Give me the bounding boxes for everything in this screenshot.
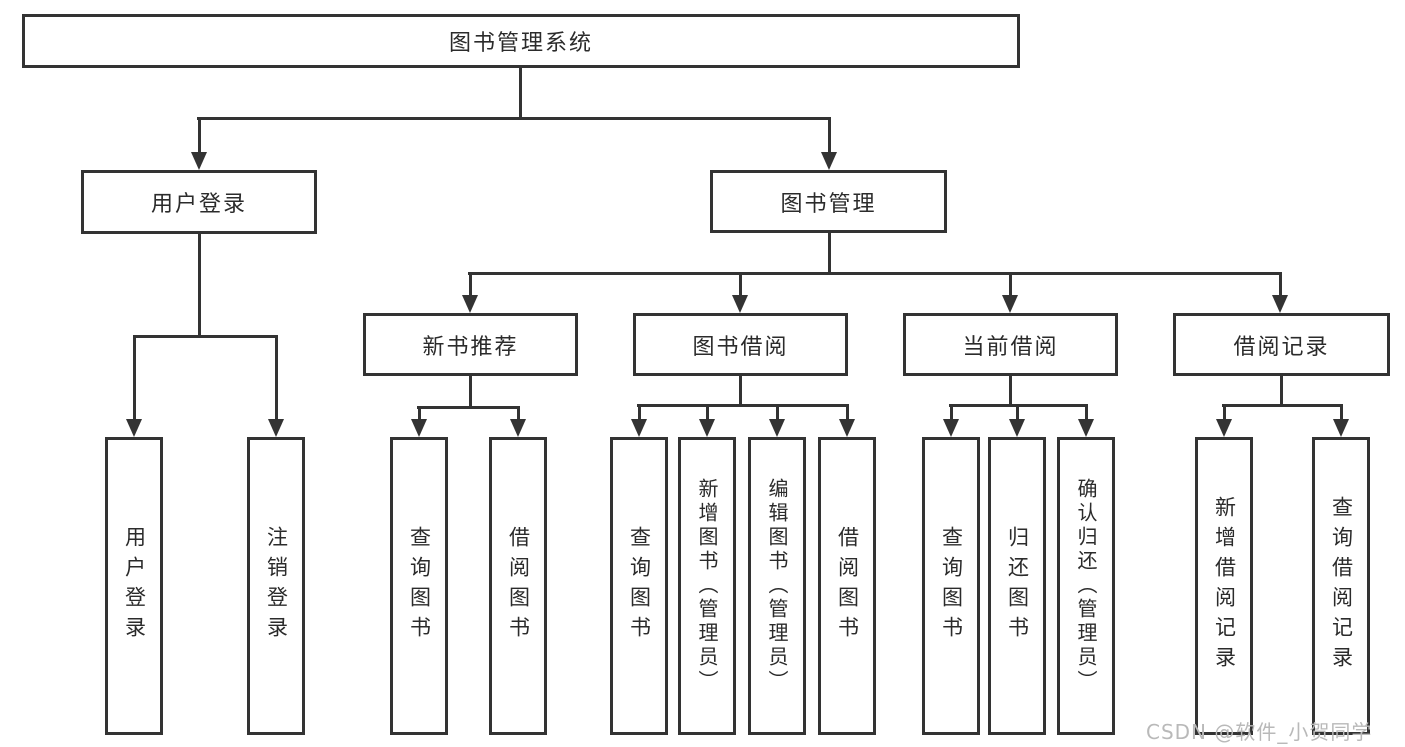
connector-segment xyxy=(739,273,742,295)
node-root-label: 图书管理系统 xyxy=(448,31,593,56)
connector-segment xyxy=(637,404,849,407)
connector-segment xyxy=(468,272,1282,275)
connector-segment xyxy=(638,405,641,419)
leaf-user-login: 用户登录 xyxy=(105,437,163,735)
connector-segment xyxy=(776,405,779,419)
leaf-confirm-return-admin-label: 确认归还（管理员） xyxy=(1074,478,1098,694)
node-book-management-label: 图书管理 xyxy=(780,191,877,217)
csdn-watermark: CSDN @软件_小贺同学 xyxy=(1146,720,1373,744)
arrow-down-icon xyxy=(462,295,478,313)
leaf-query-books-recommend-label: 查询图书 xyxy=(407,526,432,646)
arrow-down-icon xyxy=(631,419,647,437)
connector-segment xyxy=(417,406,520,409)
connector-segment xyxy=(198,234,201,336)
leaf-query-books-borrow-label: 查询图书 xyxy=(627,526,652,646)
connector-segment xyxy=(1222,404,1343,407)
connector-segment xyxy=(469,375,472,407)
connector-segment xyxy=(1085,405,1088,419)
connector-segment xyxy=(133,335,278,338)
leaf-add-borrow-record: 新增借阅记录 xyxy=(1195,437,1253,735)
arrow-down-icon xyxy=(699,419,715,437)
connector-segment xyxy=(739,375,742,405)
arrow-down-icon xyxy=(191,152,207,170)
node-borrow-records-label: 借阅记录 xyxy=(1233,334,1330,360)
arrow-down-icon xyxy=(1272,295,1288,313)
leaf-query-books-current: 查询图书 xyxy=(922,437,980,735)
arrow-down-icon xyxy=(1078,419,1094,437)
leaf-add-book-admin: 新增图书（管理员） xyxy=(678,437,736,735)
connector-segment xyxy=(846,405,849,419)
connector-segment xyxy=(418,407,421,419)
arrow-down-icon xyxy=(1002,295,1018,313)
connector-segment xyxy=(197,117,831,120)
leaf-edit-book-admin: 编辑图书（管理员） xyxy=(748,437,806,735)
leaf-edit-book-admin-label: 编辑图书（管理员） xyxy=(765,478,789,694)
connector-segment xyxy=(828,233,831,273)
leaf-return-book: 归还图书 xyxy=(988,437,1046,735)
connector-segment xyxy=(469,273,472,295)
connector-segment xyxy=(950,405,953,419)
connector-segment xyxy=(1009,375,1012,405)
node-new-book-recommend: 新书推荐 xyxy=(363,313,578,376)
node-new-book-recommend-label: 新书推荐 xyxy=(422,334,519,360)
connector-segment xyxy=(1279,273,1282,295)
arrow-down-icon xyxy=(943,419,959,437)
connector-segment xyxy=(1016,405,1019,419)
connector-segment xyxy=(517,407,520,419)
arrow-down-icon xyxy=(1216,419,1232,437)
node-book-borrow-label: 图书借阅 xyxy=(692,334,789,360)
leaf-user-login-label: 用户登录 xyxy=(122,526,147,646)
connector-segment xyxy=(828,118,831,152)
leaf-confirm-return-admin: 确认归还（管理员） xyxy=(1057,437,1115,735)
connector-segment xyxy=(198,118,201,152)
connector-segment xyxy=(133,336,136,419)
arrow-down-icon xyxy=(821,152,837,170)
arrow-down-icon xyxy=(268,419,284,437)
node-book-management: 图书管理 xyxy=(710,170,947,233)
leaf-query-borrow-record-label: 查询借阅记录 xyxy=(1329,496,1354,676)
node-book-borrow: 图书借阅 xyxy=(633,313,848,376)
node-user-login-label: 用户登录 xyxy=(150,192,247,217)
connector-segment xyxy=(1280,375,1283,405)
leaf-return-book-label: 归还图书 xyxy=(1005,526,1030,646)
arrow-down-icon xyxy=(126,419,142,437)
leaf-query-borrow-record: 查询借阅记录 xyxy=(1312,437,1370,735)
node-current-borrow: 当前借阅 xyxy=(903,313,1118,376)
leaf-borrow-books: 借阅图书 xyxy=(818,437,876,735)
leaf-add-borrow-record-label: 新增借阅记录 xyxy=(1212,496,1237,676)
arrow-down-icon xyxy=(510,419,526,437)
leaf-logout-label: 注销登录 xyxy=(264,526,289,646)
arrow-down-icon xyxy=(839,419,855,437)
leaf-query-books-current-label: 查询图书 xyxy=(939,526,964,646)
arrow-down-icon xyxy=(1009,419,1025,437)
node-root: 图书管理系统 xyxy=(22,14,1020,68)
leaf-borrow-books-recommend: 借阅图书 xyxy=(489,437,547,735)
connector-segment xyxy=(1009,273,1012,295)
node-user-login: 用户登录 xyxy=(81,170,317,234)
connector-segment xyxy=(275,336,278,419)
leaf-borrow-books-label: 借阅图书 xyxy=(835,526,860,646)
connector-segment xyxy=(1340,405,1343,419)
leaf-logout: 注销登录 xyxy=(247,437,305,735)
node-borrow-records: 借阅记录 xyxy=(1173,313,1390,376)
leaf-query-books-recommend: 查询图书 xyxy=(390,437,448,735)
connector-segment xyxy=(1223,405,1226,419)
connector-segment xyxy=(519,68,522,118)
connector-segment xyxy=(706,405,709,419)
arrow-down-icon xyxy=(1333,419,1349,437)
arrow-down-icon xyxy=(411,419,427,437)
node-current-borrow-label: 当前借阅 xyxy=(962,334,1059,360)
arrow-down-icon xyxy=(732,295,748,313)
leaf-add-book-admin-label: 新增图书（管理员） xyxy=(695,478,719,694)
leaf-query-books-borrow: 查询图书 xyxy=(610,437,668,735)
arrow-down-icon xyxy=(769,419,785,437)
leaf-borrow-books-recommend-label: 借阅图书 xyxy=(506,526,531,646)
